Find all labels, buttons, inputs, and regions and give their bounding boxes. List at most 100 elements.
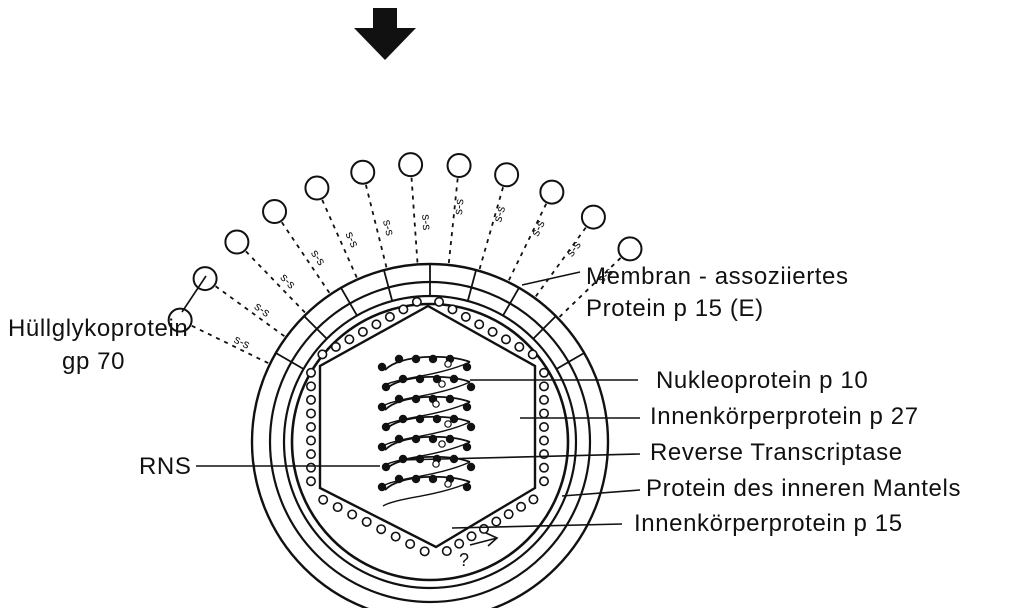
glycoprotein-knob bbox=[399, 153, 422, 176]
glycoprotein-knob bbox=[305, 177, 328, 200]
nucleoprotein-dot bbox=[399, 415, 407, 423]
core-protein-bead bbox=[529, 495, 537, 503]
nucleoprotein-dot bbox=[446, 395, 454, 403]
nucleoprotein-dot bbox=[467, 383, 475, 391]
helix-turn-back bbox=[383, 482, 470, 506]
glycoprotein-knob bbox=[351, 161, 374, 184]
core-protein-bead bbox=[362, 518, 370, 526]
membrane-protein-spoke bbox=[304, 316, 327, 339]
question-mark-label: ? bbox=[459, 550, 469, 570]
core-protein-bead bbox=[307, 436, 315, 444]
nucleoprotein-dot bbox=[416, 375, 424, 383]
disulfide-link-label: s-s bbox=[490, 204, 508, 223]
nucleoprotein-dot bbox=[395, 395, 403, 403]
core-protein-bead bbox=[307, 423, 315, 431]
disulfide-link-label: s-s bbox=[419, 214, 434, 231]
disulfide-link-line bbox=[215, 286, 285, 337]
core-protein-bead bbox=[307, 382, 315, 390]
membrane-protein-id-label: Protein p 15 (E) bbox=[586, 295, 764, 322]
core-protein-bead bbox=[540, 409, 548, 417]
core-protein-bead bbox=[540, 369, 548, 377]
glycoprotein-knob bbox=[540, 181, 563, 204]
nucleoprotein-dot bbox=[395, 355, 403, 363]
core-protein-bead bbox=[529, 350, 537, 358]
envelope-glycoprotein-label: Hüllglykoprotein bbox=[8, 315, 188, 342]
core-protein-bead bbox=[517, 503, 525, 511]
core-protein-p15-label: Innenkörperprotein p 15 bbox=[634, 510, 903, 537]
core-protein-bead bbox=[455, 539, 463, 547]
nucleoprotein-dot bbox=[378, 363, 386, 371]
reverse-transcriptase-marker bbox=[433, 461, 439, 467]
core-protein-bead bbox=[448, 305, 456, 313]
disulfide-link-label: s-s bbox=[252, 299, 273, 320]
nucleoprotein-dot bbox=[395, 435, 403, 443]
core-protein-bead bbox=[406, 540, 414, 548]
disulfide-link-line bbox=[191, 325, 268, 363]
nucleoprotein-dot bbox=[382, 423, 390, 431]
nucleoprotein-dot bbox=[399, 375, 407, 383]
core-protein-bead bbox=[540, 463, 548, 471]
glycoprotein-knob bbox=[495, 163, 518, 186]
core-protein-bead bbox=[540, 423, 548, 431]
nucleoprotein-dot bbox=[463, 483, 471, 491]
core-protein-bead bbox=[504, 510, 512, 518]
core-protein-bead bbox=[333, 503, 341, 511]
nucleoprotein-dot bbox=[412, 395, 420, 403]
core-protein-bead bbox=[540, 396, 548, 404]
core-protein-bead bbox=[307, 463, 315, 471]
glycoprotein-knob bbox=[225, 231, 248, 254]
core-protein-bead bbox=[307, 369, 315, 377]
membrane-protein-spoke bbox=[468, 270, 476, 301]
core-protein-bead bbox=[332, 343, 340, 351]
core-protein-bead bbox=[462, 313, 470, 321]
nucleoprotein-dot bbox=[463, 403, 471, 411]
nucleoprotein-dot bbox=[429, 355, 437, 363]
inner-mantle-protein-label: Protein des inneren Mantels bbox=[646, 475, 961, 502]
core-protein-bead bbox=[399, 305, 407, 313]
disulfide-link-label: s-s bbox=[528, 218, 548, 239]
disulfide-link-line bbox=[480, 186, 504, 269]
core-protein-bead bbox=[307, 477, 315, 485]
core-protein-bead bbox=[492, 517, 500, 525]
reverse-transcriptase-marker bbox=[445, 361, 451, 367]
disulfide-link-label: s-s bbox=[380, 218, 397, 237]
reverse-transcriptase-marker bbox=[445, 421, 451, 427]
glycoprotein-knob bbox=[582, 206, 605, 229]
nucleoprotein-dot bbox=[382, 383, 390, 391]
nucleoprotein-dot bbox=[412, 435, 420, 443]
core-protein-bead bbox=[307, 450, 315, 458]
core-protein-bead bbox=[348, 510, 356, 518]
nucleoprotein-dot bbox=[412, 355, 420, 363]
nucleoprotein-dot bbox=[412, 475, 420, 483]
nucleoprotein-dot bbox=[463, 363, 471, 371]
glycoprotein-knob bbox=[448, 154, 471, 177]
disulfide-link-label: s-s bbox=[563, 238, 584, 259]
reverse-transcriptase-marker bbox=[439, 381, 445, 387]
disulfide-link-label: s-s bbox=[308, 247, 329, 268]
disulfide-link-label: s-s bbox=[343, 229, 362, 249]
core-protein-bead bbox=[475, 320, 483, 328]
core-protein-bead bbox=[413, 298, 421, 306]
reverse-transcriptase-marker bbox=[445, 481, 451, 487]
reverse-transcriptase-marker bbox=[439, 441, 445, 447]
nucleoprotein-dot bbox=[416, 415, 424, 423]
core-protein-bead bbox=[420, 547, 428, 555]
nucleoprotein-dot bbox=[429, 435, 437, 443]
membrane-protein-spoke bbox=[533, 316, 556, 339]
glycoprotein-knob bbox=[618, 237, 641, 260]
core-protein-bead bbox=[480, 525, 488, 533]
leader-lines bbox=[182, 272, 640, 528]
core-protein-bead bbox=[540, 382, 548, 390]
core-protein-bead bbox=[318, 350, 326, 358]
disulfide-link-line bbox=[536, 227, 587, 297]
core-protein-bead bbox=[307, 396, 315, 404]
core-protein-bead bbox=[345, 335, 353, 343]
nucleoprotein-dot bbox=[450, 375, 458, 383]
core-protein-bead bbox=[307, 409, 315, 417]
core-protein-bead bbox=[372, 320, 380, 328]
nucleoprotein-dot bbox=[378, 483, 386, 491]
nucleoprotein-dot bbox=[378, 403, 386, 411]
nucleoprotein-dot bbox=[429, 475, 437, 483]
nucleoprotein-dot bbox=[467, 423, 475, 431]
